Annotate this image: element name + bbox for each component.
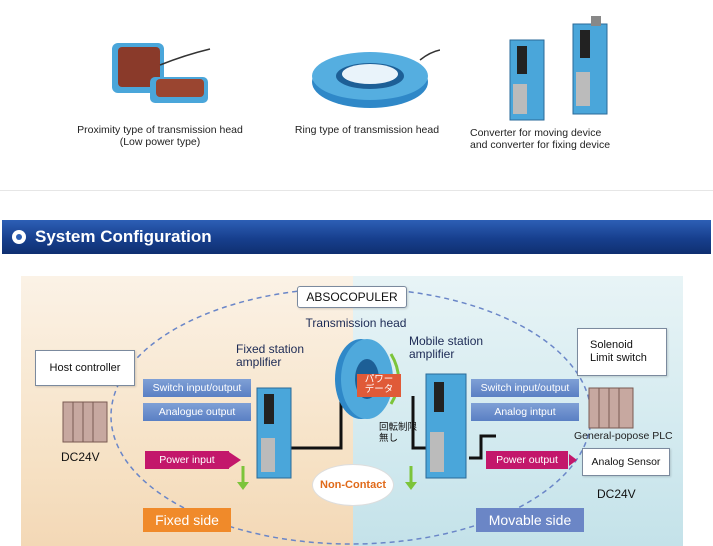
dc24v-left: DC24V [61, 450, 100, 464]
product-panel: Proximity type of transmission head(Low … [0, 0, 713, 191]
absocoupler-label: ABSOCOPULER [297, 286, 407, 308]
plc-image [588, 387, 634, 429]
product-caption-proximity: Proximity type of transmission head(Low … [77, 124, 243, 148]
power-data-arrow: パワーデータ [357, 374, 401, 397]
system-diagram: ABSOCOPULER Transmission head Fixed stat… [21, 276, 683, 546]
section-header: System Configuration [2, 220, 711, 254]
proximity-head-image [112, 43, 211, 103]
power-input-tag: Power input [145, 451, 229, 469]
rotation-note: 回転制限無し [379, 422, 418, 444]
converter-image [509, 16, 608, 121]
mobile-amplifier-image [425, 373, 467, 479]
non-contact-badge: Non-Contact [312, 464, 394, 506]
bullet-icon [12, 230, 26, 244]
fixed-side-label: Fixed side [143, 508, 231, 532]
analog-sensor-box: Analog Sensor [582, 448, 670, 476]
transmission-head-label: Transmission head [305, 316, 407, 330]
product-caption-ring: Ring type of transmission head [294, 124, 440, 136]
host-plc-image [62, 401, 108, 443]
switch-io-left-tag: Switch input/output [143, 379, 251, 397]
movable-side-label: Movable side [476, 508, 584, 532]
fixed-amplifier-image [256, 387, 292, 479]
power-output-tag: Power output [486, 451, 568, 469]
dc24v-right: DC24V [597, 487, 636, 501]
ring-head-image [312, 49, 440, 108]
plc-label: General-popose PLC [574, 430, 673, 442]
section-title: System Configuration [35, 227, 212, 246]
host-controller-box: Host controller [35, 350, 135, 386]
analog-input-tag: Analog intput [471, 403, 579, 421]
switch-io-right-tag: Switch input/output [471, 379, 579, 397]
analogue-output-tag: Analogue output [143, 403, 251, 421]
